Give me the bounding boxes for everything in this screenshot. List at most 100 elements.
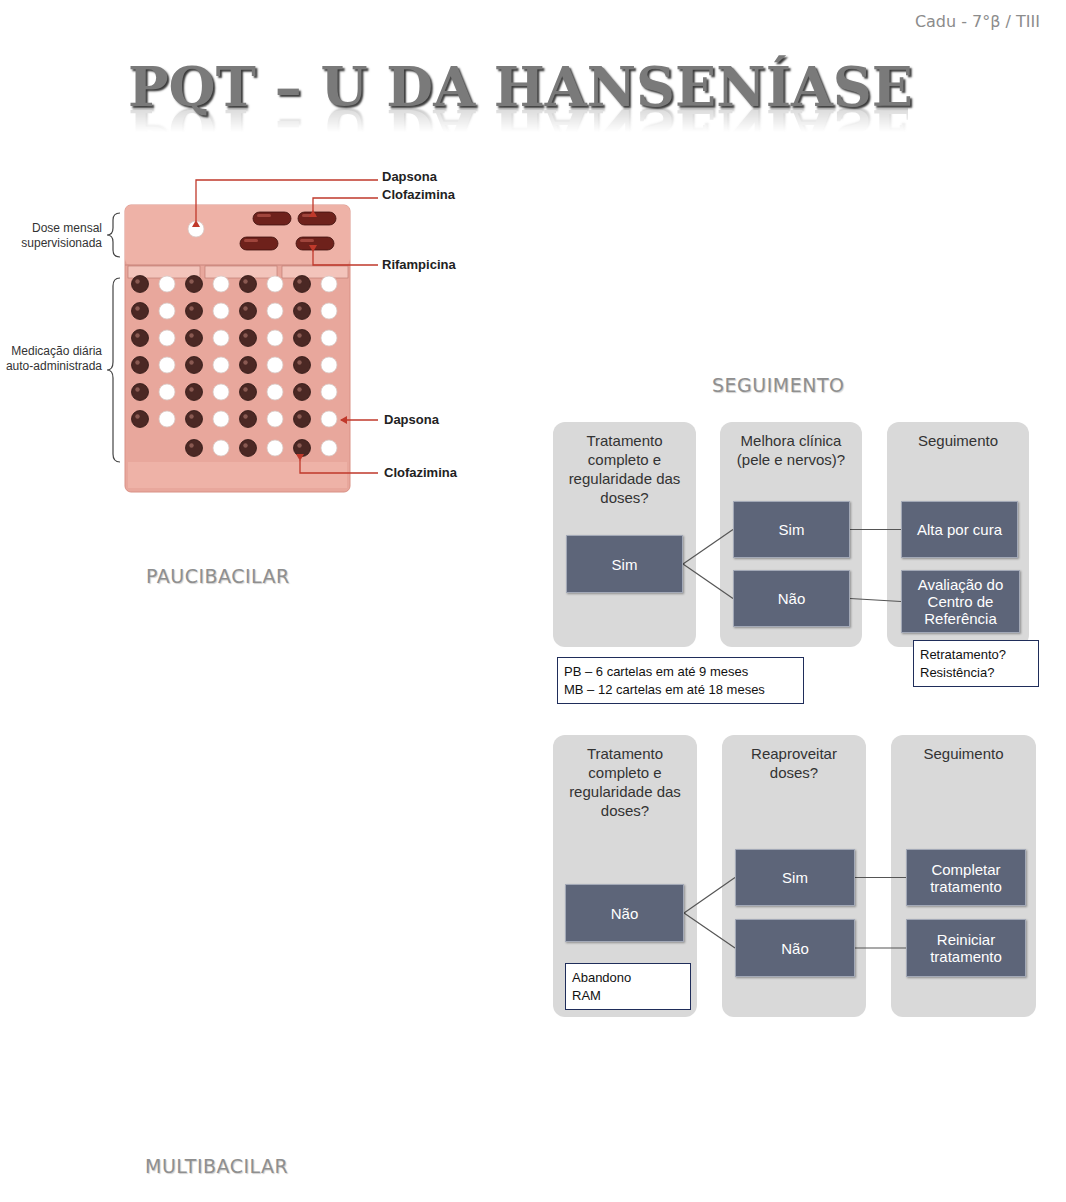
dapsona-pill — [159, 411, 175, 427]
panel-heading: Melhora clínica (pele e nervos)? — [720, 422, 862, 469]
bracket — [107, 278, 120, 462]
dapsona-pill — [267, 411, 283, 427]
clofazimina-pill — [240, 330, 257, 347]
note-box: PB – 6 cartelas em até 9 mesesMB – 12 ca… — [557, 657, 804, 704]
clofazimina-pill — [132, 357, 149, 374]
dapsona-pill — [321, 276, 337, 292]
leader-line — [300, 460, 378, 473]
clofazimina-pill — [294, 357, 311, 374]
print-strip — [282, 266, 348, 278]
dapsona-pill — [267, 276, 283, 292]
dapsona-pill — [321, 330, 337, 346]
clofazimina-pill — [132, 411, 149, 428]
dapsona-pill — [267, 357, 283, 373]
pill-highlight — [243, 333, 247, 337]
pill-highlight — [243, 279, 247, 283]
pill-highlight — [297, 387, 301, 391]
pill-highlight — [135, 333, 139, 337]
blister-card — [125, 205, 350, 492]
dapsona-pill — [267, 384, 283, 400]
panel-background — [722, 735, 866, 1017]
pill-highlight — [243, 443, 247, 447]
rifampicina-capsule — [253, 212, 291, 225]
pill-highlight — [135, 414, 139, 418]
bracket-label: Dose mensal supervisionada — [2, 221, 102, 251]
clofazimina-pill — [240, 384, 257, 401]
clofazimina-pill — [186, 384, 203, 401]
box-label: Sim — [779, 521, 805, 538]
pill-highlight — [243, 360, 247, 364]
box-label: Completar tratamento — [911, 861, 1021, 895]
column-panel: Tratamento completo e regularidade das d… — [553, 735, 697, 1017]
capsule-highlight — [300, 239, 314, 242]
clofazimina-pill — [294, 440, 311, 457]
box-label: Reiniciar tratamento — [911, 931, 1021, 965]
dapsona-pill — [321, 303, 337, 319]
clofazimina-pill — [132, 384, 149, 401]
leader-line — [313, 251, 378, 265]
dapsona-pill — [213, 357, 229, 373]
dapsona-pill — [159, 303, 175, 319]
capsule-highlight — [257, 214, 271, 217]
title: PQT – U DA HANSENÍASE — [128, 56, 908, 118]
connector-line — [855, 947, 906, 948]
dapsona-pill — [213, 330, 229, 346]
clofazimina-pill — [294, 303, 311, 320]
connector-line — [850, 599, 901, 602]
callout-label: Rifampicina — [382, 257, 456, 272]
rifampicina-capsule — [296, 237, 334, 250]
pill-highlight — [189, 279, 193, 283]
column-panel: Tratamento completo e regularidade das d… — [553, 422, 696, 647]
box-label: Não — [778, 590, 806, 607]
leader-line — [196, 180, 378, 221]
clofazimina-pill — [240, 276, 257, 293]
panel-background — [720, 422, 862, 647]
clofazimina-pill — [132, 303, 149, 320]
process-box: Sim — [566, 535, 683, 593]
dapsona-pill — [188, 221, 204, 237]
pill-highlight — [135, 387, 139, 391]
bracket — [107, 213, 120, 257]
monthly-section — [125, 205, 350, 265]
pill-highlight — [135, 279, 139, 283]
box-label: Não — [611, 905, 639, 922]
process-box: Avaliação do Centro de Referência — [901, 570, 1020, 633]
column-panel: Melhora clínica (pele e nervos)? SimNão — [720, 422, 862, 647]
note-text: PB – 6 cartelas em até 9 meses — [564, 663, 797, 681]
box-label: Não — [781, 940, 809, 957]
connector-line — [855, 877, 906, 878]
pill-highlight — [297, 306, 301, 310]
process-box: Completar tratamento — [906, 849, 1026, 906]
clofazimina-pill — [186, 330, 203, 347]
dapsona-pill — [213, 384, 229, 400]
panel-heading: Seguimento — [887, 422, 1029, 450]
panel-background — [887, 422, 1029, 647]
capsule-highlight — [302, 214, 316, 217]
section-heading: SEGUIMENTO — [712, 374, 844, 396]
clofazimina-pill — [240, 411, 257, 428]
box-label: Sim — [612, 556, 638, 573]
dapsona-pill — [159, 330, 175, 346]
process-box: Sim — [735, 849, 855, 906]
note-text: Resistência? — [920, 664, 1032, 682]
panel-heading: Tratamento completo e regularidade das d… — [553, 422, 696, 507]
clofazimina-pill — [294, 411, 311, 428]
dapsona-pill — [321, 440, 337, 456]
capsule-highlight — [244, 239, 258, 242]
pill-highlight — [135, 306, 139, 310]
note-text: RAM — [572, 987, 684, 1005]
print-strip — [128, 462, 347, 488]
pill-highlight — [297, 414, 301, 418]
clofazimina-pill — [294, 384, 311, 401]
pill-highlight — [243, 306, 247, 310]
connector-line — [850, 529, 901, 530]
box-label: Avaliação do Centro de Referência — [906, 576, 1015, 627]
clofazimina-pill — [240, 357, 257, 374]
process-box: Não — [565, 884, 684, 942]
dapsona-pill — [321, 411, 337, 427]
panel-background — [553, 735, 697, 1017]
pill-highlight — [297, 360, 301, 364]
clofazimina-pill — [294, 330, 311, 347]
clofazimina-pill — [240, 303, 257, 320]
